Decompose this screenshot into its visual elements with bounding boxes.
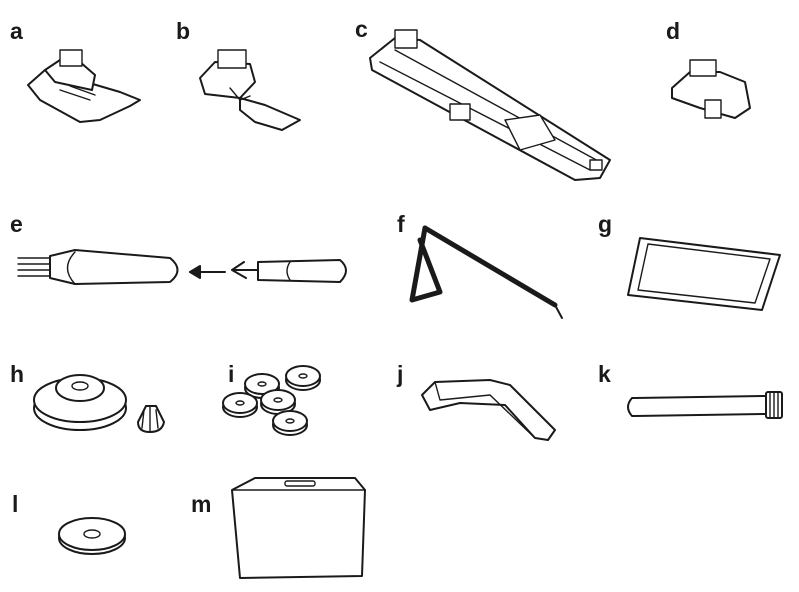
label-d: d bbox=[666, 18, 681, 44]
zigzag-foot-illustration bbox=[27, 49, 141, 123]
zipper-foot-illustration bbox=[199, 49, 301, 131]
label-e: e bbox=[10, 211, 23, 237]
label-a: a bbox=[10, 18, 23, 44]
edge-guide-illustration bbox=[421, 379, 556, 441]
overcasting-foot-illustration bbox=[671, 59, 751, 119]
spool-cap-illustration bbox=[33, 374, 165, 433]
label-g: g bbox=[598, 211, 613, 237]
label-l: l bbox=[12, 491, 19, 517]
spool-pin-illustration bbox=[627, 391, 783, 419]
label-m: m bbox=[191, 491, 212, 517]
label-b: b bbox=[176, 18, 191, 44]
soft-cover-illustration bbox=[231, 477, 366, 579]
label-f: f bbox=[397, 211, 405, 237]
brush-and-seam-ripper-illustration bbox=[17, 249, 347, 285]
label-c: c bbox=[355, 16, 368, 42]
dust-cover-sheet-illustration bbox=[627, 237, 781, 311]
label-h: h bbox=[10, 361, 25, 387]
l-shaped-screwdriver-illustration bbox=[409, 225, 563, 319]
label-j: j bbox=[397, 361, 404, 387]
label-i: i bbox=[228, 361, 235, 387]
label-k: k bbox=[598, 361, 611, 387]
buttonhole-foot-illustration bbox=[369, 29, 611, 181]
bobbins-illustration bbox=[222, 365, 321, 436]
spool-felt-illustration bbox=[58, 517, 126, 555]
